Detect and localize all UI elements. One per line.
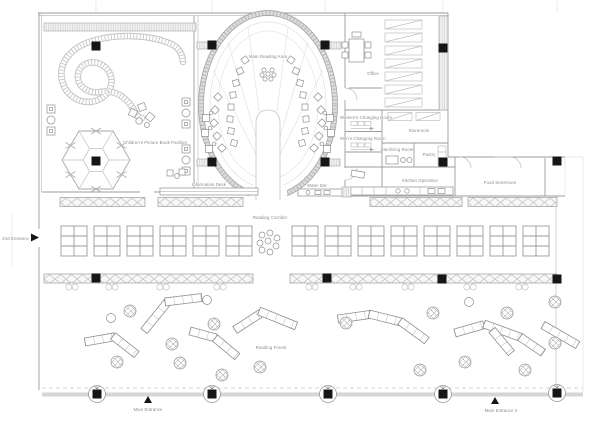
- tree-icon: [499, 305, 515, 321]
- tree-icon: [164, 336, 180, 352]
- storeroom-shelves: [387, 112, 441, 121]
- water-bar-counter: [297, 186, 352, 198]
- center-flower-tables: [259, 67, 277, 82]
- label-food-storeroom: Food Storeroom: [484, 180, 517, 185]
- reading-corridor: Reading Corridor: [43, 197, 558, 291]
- reading-seat-cluster: [127, 102, 156, 128]
- tree-icon: [412, 362, 428, 378]
- tree-icon: [547, 294, 563, 310]
- changing-room-lockers: [350, 121, 374, 152]
- oval-seating: [201, 55, 335, 153]
- door-arc: [344, 87, 358, 101]
- label-sterilizing-room: Sterilizing Room: [381, 147, 414, 152]
- reading-forest: Reading Forest: [83, 293, 581, 383]
- column-icon: [203, 385, 221, 403]
- tree-icon: [206, 316, 222, 332]
- tree-icon: [252, 359, 268, 375]
- label-information-desk: Information Desk: [192, 182, 227, 187]
- second-entrance-arrow-icon: [31, 233, 39, 242]
- main-entrance-2-arrow-icon: [491, 397, 499, 404]
- bottom-facade: [42, 384, 583, 403]
- wall-seat-stack-partition-upper: [181, 97, 191, 129]
- hatched-wall-strip: [438, 15, 449, 111]
- label-mens-changing: Men's Changing Room: [340, 136, 386, 141]
- storage-shelving: [384, 15, 449, 111]
- tree-icon: [172, 355, 188, 371]
- main-reading-area: Main Reading Area: [196, 10, 342, 200]
- label-office: Office: [367, 71, 379, 76]
- label-reading-forest: Reading Forest: [256, 345, 287, 350]
- corridor-tables: [60, 225, 550, 257]
- band-column-feet: [65, 283, 529, 291]
- label-main-entrance-2: Main Entrance 2: [485, 408, 518, 413]
- winding-book-path: [58, 32, 187, 122]
- label-reading-corridor: Reading Corridor: [253, 215, 288, 220]
- tree-icon: [517, 362, 533, 378]
- oval-side-tables: [201, 110, 335, 153]
- tree-icon: [425, 305, 441, 321]
- tree-icon: [214, 367, 230, 383]
- tree-icon: [122, 303, 138, 319]
- column-icon: [434, 385, 452, 403]
- tree-icon: [457, 354, 473, 370]
- service-points: Information Desk Water Bar: [159, 168, 352, 198]
- main-entrance-arrow-icon: [144, 396, 152, 403]
- forest-round-tables: [106, 295, 474, 323]
- central-aisle: [255, 109, 281, 200]
- childrens-pavilion: Children's Picture Book Pavilion: [43, 22, 197, 193]
- wall-bookshelf-band: [43, 22, 197, 32]
- label-second-entrance: 2nd Entrance: [2, 236, 29, 241]
- hexagon-bench-marks: [65, 127, 127, 193]
- wall-seat-stack-left: [46, 104, 56, 136]
- food-storeroom-doors: [459, 156, 522, 169]
- column-icon: [88, 385, 106, 403]
- service-wing: Office Women's Changing Room Men's Chang…: [340, 13, 565, 197]
- label-water-bar: Water Bar: [307, 183, 328, 188]
- reference-grid-lines: [11, 1, 584, 392]
- label-pantry: Pantry: [422, 152, 436, 157]
- label-womens-changing: Women's Changing Room: [340, 115, 392, 120]
- sterilizing-equipment: [385, 155, 413, 165]
- label-main-reading-area: Main Reading Area: [249, 54, 288, 59]
- entrances: 2nd Entrance Main Entrance Main Entrance…: [2, 233, 518, 413]
- label-storeroom: Storeroom: [409, 128, 430, 133]
- rim-pads: [196, 41, 342, 167]
- tree-icon: [109, 354, 125, 370]
- information-desk-counter: [159, 168, 259, 196]
- zigzag-shelves: [83, 293, 581, 361]
- column-icon: [319, 385, 337, 403]
- corridor-center-stools: [256, 229, 281, 256]
- label-main-entrance: Main Entrance: [133, 407, 163, 412]
- label-childrens-pavilion: Children's Picture Book Pavilion: [123, 140, 187, 145]
- office-desk: [341, 31, 372, 63]
- column-icon: [548, 384, 566, 402]
- label-kitchen-operation: Kitchen Operation: [402, 178, 439, 183]
- structural-columns: [91, 40, 562, 284]
